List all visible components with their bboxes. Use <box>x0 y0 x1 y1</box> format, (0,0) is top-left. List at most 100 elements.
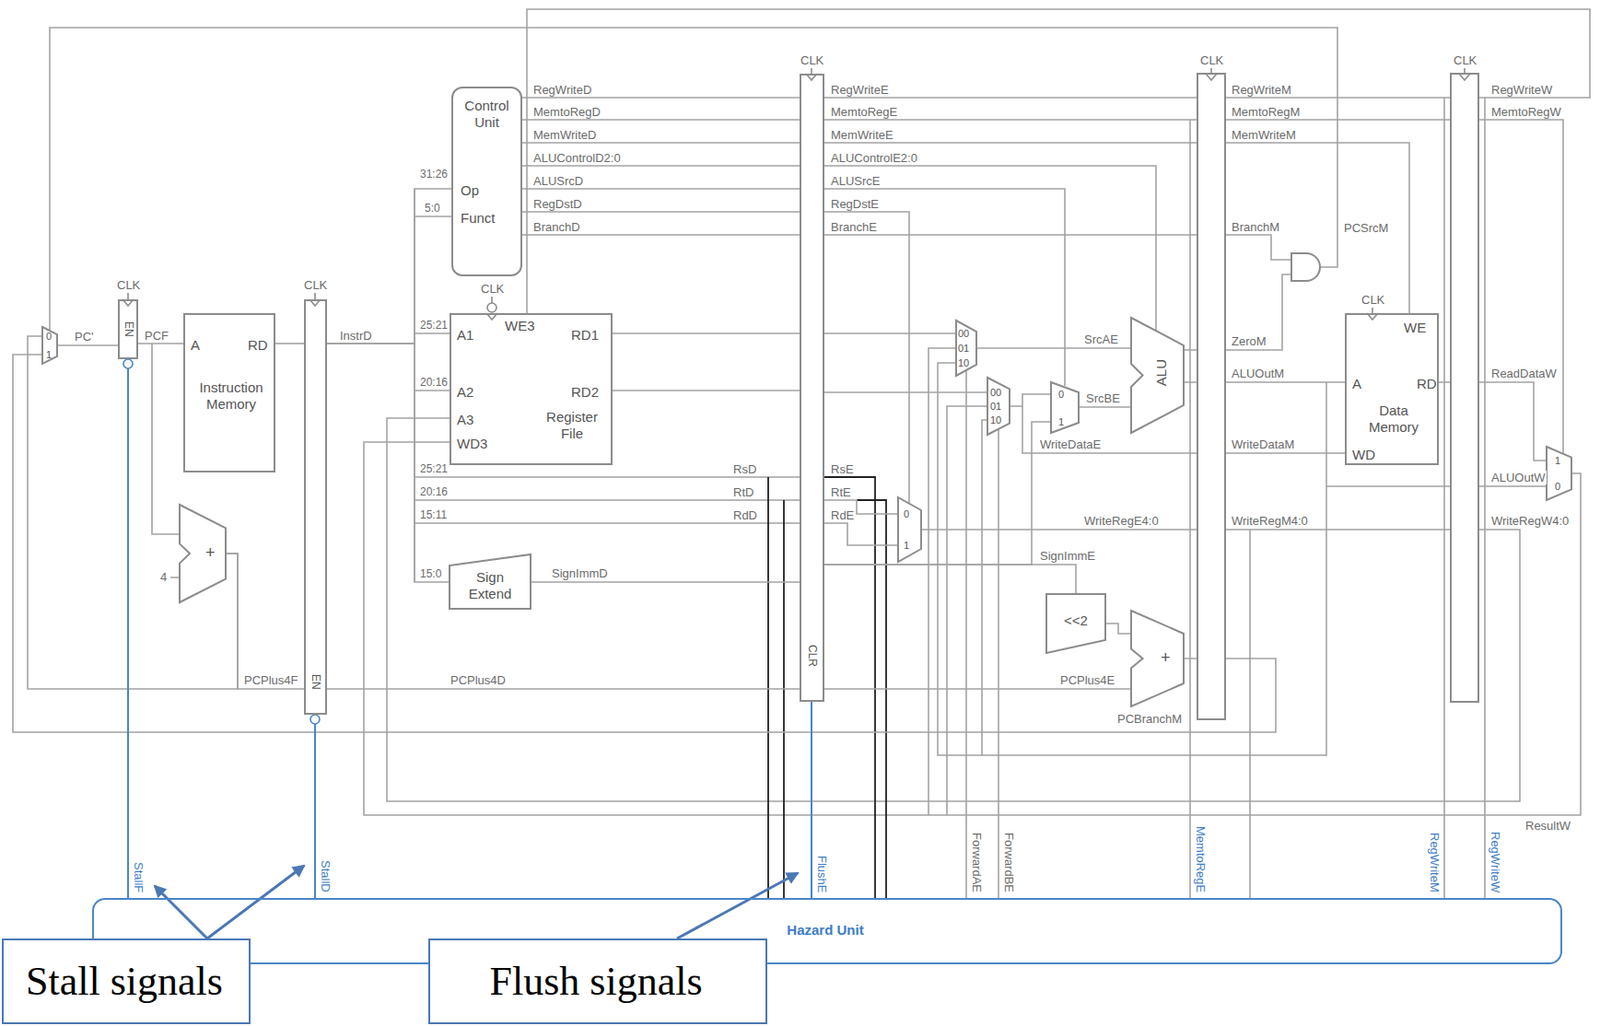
signal-label: RsE <box>829 462 855 477</box>
node-text: Register File <box>536 408 608 443</box>
pipeline-register <box>1450 73 1479 702</box>
node-text: 0 <box>1554 480 1561 493</box>
signal-wire <box>976 347 1132 350</box>
signal-wire <box>12 354 1276 733</box>
signal-label: ForwardAE <box>969 831 984 894</box>
adder: + <box>1131 610 1184 707</box>
callout-arrow <box>207 865 304 939</box>
signal-label: RtD <box>732 485 755 500</box>
node-text: 00 <box>990 386 1002 399</box>
node-text: Data Memory <box>1359 402 1428 436</box>
mux-shape <box>1051 382 1079 433</box>
signal-label: 25:21 <box>419 462 449 477</box>
and-gate <box>1291 253 1320 281</box>
node-text: 0 <box>1058 388 1064 401</box>
signal-label: MemWriteD <box>532 128 597 142</box>
mux-shape <box>987 377 1010 435</box>
signal-label: CLK <box>116 278 141 292</box>
signal-label: BranchM <box>1230 220 1281 234</box>
signal-wire <box>522 210 800 213</box>
signal-label: RdD <box>732 508 759 523</box>
enable-bubble <box>310 714 320 725</box>
signal-label: RegDstD <box>532 197 584 211</box>
signal-label: BranchD <box>532 220 582 234</box>
signal-wire <box>810 701 813 899</box>
signal-label: MemtoRegW <box>1490 105 1563 119</box>
signal-label: MemWriteE <box>829 128 895 142</box>
adder: + <box>179 504 226 603</box>
adder-outline <box>1131 610 1184 707</box>
signal-wire <box>127 359 129 899</box>
sign-extend-shape <box>449 554 531 609</box>
node-text: RD1 <box>571 327 599 344</box>
node-text: 0 <box>903 508 910 521</box>
signal-label: ALUControlE2:0 <box>829 151 919 165</box>
signal-wire <box>522 164 800 167</box>
pc-register: EN <box>117 299 139 360</box>
signal-label: RegDstE <box>829 197 880 211</box>
signal-label: InstrD <box>338 328 374 343</box>
enable-bubble <box>123 359 133 369</box>
signal-wire <box>314 714 316 899</box>
mux: 000110 <box>987 377 1010 435</box>
signal-wire <box>530 581 800 584</box>
mux: 01 <box>42 327 58 364</box>
signal-label: 20:16 <box>419 485 449 500</box>
callout-arrow <box>677 873 798 939</box>
signal-label: 15:11 <box>419 508 448 523</box>
signal-wire <box>824 523 899 546</box>
signal-label: RsD <box>732 462 758 477</box>
mux: 000110 <box>956 320 977 376</box>
mux-shape <box>956 320 977 376</box>
control-unit: Control UnitOpFunct <box>451 86 523 277</box>
signal-label: BranchE <box>829 220 878 234</box>
signal-label: RtE <box>829 485 853 500</box>
pipeline-register: EN <box>303 299 328 715</box>
signal-wire <box>824 391 988 394</box>
node-text: Stall signals <box>3 957 246 1006</box>
callout-box: Stall signals <box>1 938 251 1025</box>
signal-label: ForwardBE <box>1002 831 1017 894</box>
hazard-wire <box>768 477 887 899</box>
register-file: WE3A1RD1A2RD2A3WD3Register File <box>449 313 613 466</box>
signal-label: ALUSrcE <box>829 174 881 188</box>
node-text: RD2 <box>571 384 599 401</box>
adder-shape <box>179 504 226 603</box>
signal-wire <box>522 118 800 121</box>
signal-wire <box>965 370 968 899</box>
signal-label: CLK <box>1199 53 1225 68</box>
clock-mark <box>122 68 1471 320</box>
node-text: WD3 <box>456 435 488 453</box>
signal-wire <box>1009 394 1052 407</box>
node-text: + <box>205 543 216 562</box>
node-text: Op <box>460 182 479 199</box>
signal-label: WriteRegE4:0 <box>1083 513 1160 528</box>
signal-label: WriteRegW4:0 <box>1490 513 1570 528</box>
signal-wire <box>57 344 118 347</box>
signal-label: 31:26 <box>419 167 449 182</box>
node-text: Flush signals <box>430 957 762 1006</box>
signal-label: 4 <box>159 570 168 584</box>
signal-label: CLK <box>1360 292 1386 307</box>
signal-label: RdE <box>829 508 855 523</box>
signal-label: WriteRegM4:0 <box>1230 513 1309 528</box>
pipeline-register <box>1197 73 1226 720</box>
callout-box: Flush signals <box>428 938 768 1025</box>
signal-label: PC' <box>73 329 95 344</box>
signal-wire <box>522 233 800 236</box>
mux: 01 <box>1051 382 1079 433</box>
signal-label: MemtoRegE <box>1193 825 1208 894</box>
mux: 01 <box>898 497 922 562</box>
mux-shape <box>1546 446 1572 501</box>
mux-outline <box>1546 446 1572 501</box>
signal-label: ResultW <box>1524 818 1572 833</box>
node-text: A3 <box>456 411 474 429</box>
sign-extend: Sign Extend <box>449 554 531 609</box>
node-text: WE <box>1403 319 1426 337</box>
signal-wire <box>522 187 800 190</box>
signal-wire <box>327 688 800 690</box>
signal-label: 5:0 <box>423 201 442 216</box>
signal-label: ZeroM <box>1230 334 1268 349</box>
signal-wire <box>327 343 450 583</box>
node-text: 01 <box>990 400 1002 413</box>
